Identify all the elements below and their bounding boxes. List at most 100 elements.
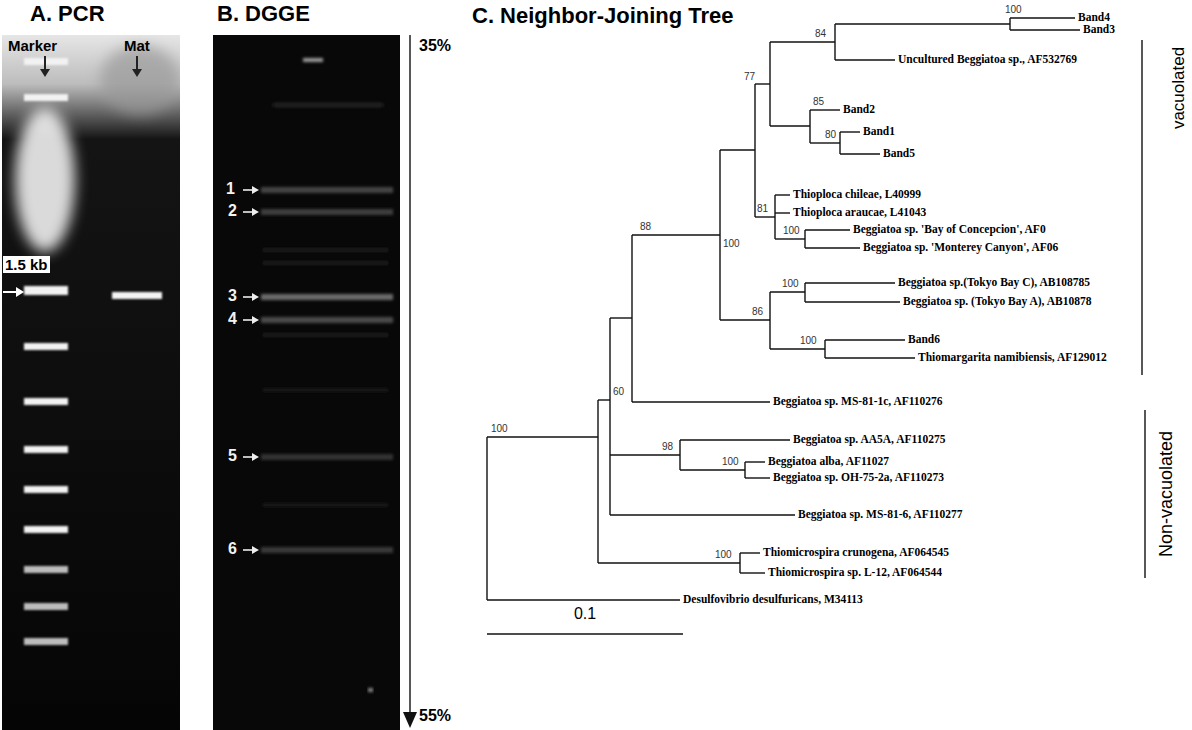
- tree-branch: [775, 238, 805, 239]
- taxon-name: Thioploca araucae, L41043: [793, 207, 926, 219]
- tree-branch: [719, 150, 720, 320]
- band-number: 2: [228, 203, 237, 219]
- tree-branch: [769, 292, 770, 349]
- taxon-name: Band1: [863, 126, 895, 138]
- tree-branch: [839, 132, 840, 154]
- tree-branch: [487, 633, 683, 634]
- band-number: 6: [228, 541, 237, 557]
- tree-branch: [769, 42, 770, 126]
- taxon-name: Band5: [883, 148, 915, 160]
- tree-branch: [770, 291, 805, 292]
- tree-branch: [631, 235, 632, 402]
- tree-branch: [610, 514, 795, 515]
- tree-branch: [805, 229, 850, 230]
- tree-branch: [609, 318, 610, 515]
- band-number: 4: [228, 311, 237, 327]
- gel-image: [213, 35, 400, 730]
- taxon-name: Beggiatoa sp.(Tokyo Bay C), AB108785: [898, 277, 1090, 289]
- tree-branch: [840, 131, 860, 132]
- band-number: 1: [226, 181, 235, 197]
- tree-branch: [810, 109, 840, 110]
- tree-branch: [835, 23, 1010, 24]
- tree-branch: [754, 84, 755, 217]
- bootstrap-value: 100: [723, 239, 740, 249]
- tree-branch: [597, 400, 598, 563]
- tree-branch: [720, 319, 770, 320]
- tree-branch: [770, 348, 825, 349]
- taxon-name: Thiomicrospira sp. L-12, AF064544: [768, 567, 942, 579]
- gel-panel: B. DGGE123456: [213, 35, 400, 730]
- tree-branch: [755, 83, 770, 84]
- tree-branch: [745, 477, 770, 478]
- tree-branch: [680, 439, 790, 440]
- panel-title: C. Neighbor-Joining Tree: [472, 5, 734, 27]
- tree-branch: [775, 194, 790, 195]
- tree-branch: [745, 461, 765, 462]
- bootstrap-value: 86: [752, 307, 763, 317]
- taxon-name: Thioploca chileae, L40999: [793, 189, 921, 201]
- tree-branch: [770, 41, 835, 42]
- tree-branch: [805, 282, 895, 283]
- tree-branch: [1141, 40, 1142, 375]
- tree-branch: [1010, 17, 1075, 18]
- gradient-label: 55%: [419, 708, 451, 724]
- taxon-name: Thiomargarita namibiensis, AF129012: [918, 352, 1107, 364]
- taxon-name: Beggiatoa sp. 'Monterey Canyon', AF06: [863, 242, 1058, 254]
- taxon-name: Beggiatoa sp. (Tokyo Bay A), AB10878: [903, 296, 1091, 308]
- tree-branch: [805, 301, 900, 302]
- bootstrap-value: 100: [782, 279, 799, 289]
- gel-panel: A. PCRMarkerMat: [2, 35, 180, 730]
- taxon-name: Thiomicrospira crunogena, AF064545: [763, 547, 949, 559]
- panel-title: A. PCR: [30, 3, 105, 25]
- tree-branch: [720, 149, 755, 150]
- lane-label: Mat: [124, 38, 150, 53]
- tree-branch: [740, 572, 765, 573]
- tree-branch: [835, 59, 895, 60]
- bootstrap-value: 80: [825, 130, 836, 140]
- tree-branch: [610, 454, 680, 455]
- size-marker: 1.5 kb: [3, 256, 50, 273]
- tree-branch: [775, 212, 790, 213]
- bootstrap-value: 77: [744, 72, 755, 82]
- taxon-name: Band6: [908, 334, 940, 346]
- tree-branch: [770, 125, 810, 126]
- gradient-label: 35%: [419, 38, 451, 54]
- tree-branch: [834, 24, 835, 60]
- tree-branch: [825, 339, 905, 340]
- tree-branch: [740, 552, 760, 553]
- tree-branch: [774, 195, 775, 239]
- tree-branch: [824, 340, 825, 358]
- band-number: 5: [228, 448, 237, 464]
- gradient-arrowhead: [403, 712, 417, 728]
- bootstrap-value: 100: [722, 457, 739, 467]
- tree-branch: [486, 437, 487, 600]
- tree-branch: [598, 562, 740, 563]
- taxon-name: Band3: [1083, 24, 1115, 36]
- taxon-name: Desulfovibrio desulfuricans, M34113: [683, 594, 863, 606]
- taxon-name: Beggiatoa sp. 'Bay of Concepcion', AF0: [853, 224, 1046, 236]
- scale-label: 0.1: [574, 606, 596, 622]
- taxon-name: Band2: [843, 104, 875, 116]
- bootstrap-value: 100: [1005, 5, 1022, 15]
- tree-branch: [840, 153, 880, 154]
- bootstrap-value: 100: [783, 226, 800, 236]
- bootstrap-value: 100: [715, 550, 732, 560]
- bootstrap-value: 88: [640, 222, 651, 232]
- band-number: 3: [228, 288, 237, 304]
- tree-branch: [1010, 29, 1080, 30]
- bootstrap-value: 100: [491, 424, 508, 434]
- tree-branch: [1144, 410, 1145, 578]
- taxon-name: Beggiatoa sp. MS-81-6, AF110277: [798, 509, 963, 521]
- tree-branch: [755, 216, 775, 217]
- tree-branch: [487, 436, 598, 437]
- tree-branch: [632, 401, 770, 402]
- tree-branch: [680, 469, 745, 470]
- tree-branch: [804, 230, 805, 248]
- tree-branch: [679, 440, 680, 470]
- tree-branch: [409, 35, 410, 714]
- tree-branch: [1009, 18, 1010, 30]
- tree-branch: [809, 110, 810, 143]
- tree-branch: [825, 357, 915, 358]
- taxon-name: Band4: [1078, 12, 1110, 24]
